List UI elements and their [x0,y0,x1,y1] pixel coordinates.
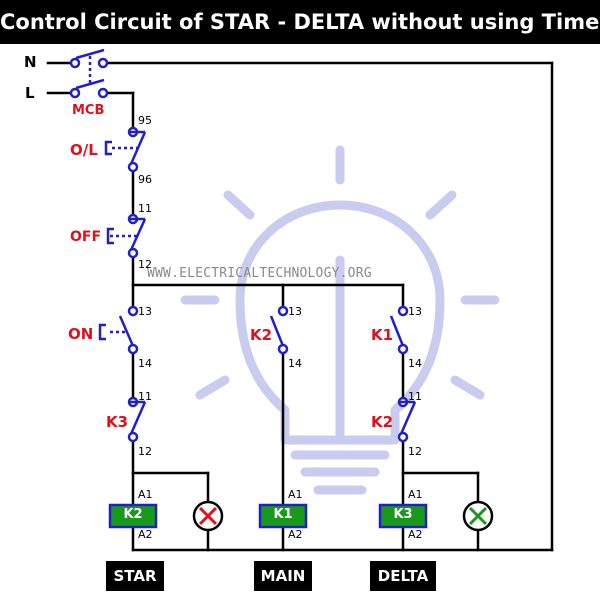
k2-contact-label: K2 [250,326,273,344]
main-tag: MAIN [254,561,312,591]
overload-label: O/L [70,141,98,159]
coil-star [108,503,158,529]
line-label: L [25,84,35,102]
on-label: ON [68,325,94,343]
coil-delta-label: K3 [393,507,413,522]
terminal-label: 13 [408,305,422,318]
star-tag: STAR [106,561,164,591]
red-lamp-icon [192,500,224,532]
green-lamp-icon [462,500,494,532]
watermark-bulb-icon [180,145,500,495]
off-label: OFF [70,229,102,245]
k1-contact-label: K1 [371,326,394,344]
terminal-label: 96 [138,173,152,186]
k3-contact-label: K3 [106,413,129,431]
coil-delta [378,503,428,529]
terminal-label: 14 [138,357,152,370]
terminal-label: 95 [138,114,152,127]
terminal-label: 13 [138,305,152,318]
terminal-label: 13 [288,305,302,318]
k3-nc-contact [127,396,147,443]
terminal-label: 12 [408,445,422,458]
terminal-label: A2 [408,528,423,541]
on-pushbutton [98,305,139,355]
terminal-label: 14 [288,357,302,370]
title-bar: Control Circuit of STAR - DELTA without … [0,0,600,44]
overload-contact [104,126,147,173]
mcb-breaker [69,48,109,99]
off-pushbutton [106,213,147,259]
terminal-label: 11 [408,390,422,403]
terminal-label: A1 [408,488,423,501]
k1-no-contact [389,305,409,355]
terminal-label: 12 [138,445,152,458]
terminal-label: 11 [138,202,152,215]
watermark-text: WWW.ELECTRICALTECHNOLOGY.ORG [147,266,372,281]
delta-tag: DELTA [370,561,436,591]
terminal-label: 11 [138,390,152,403]
coil-main [258,503,308,529]
k2-nc-contact [397,396,417,443]
terminal-label: 14 [408,357,422,370]
terminal-label: 12 [138,258,152,271]
terminal-label: A2 [138,528,153,541]
neutral-label: N [24,53,37,71]
coil-star-label: K2 [123,507,143,522]
terminal-label: A2 [288,528,303,541]
page-title: Control Circuit of STAR - DELTA without … [0,10,600,34]
wiring [46,61,554,552]
terminal-label: A1 [288,488,303,501]
mcb-label: MCB [72,103,105,118]
coil-main-label: K1 [273,507,293,522]
k2-nc-contact-label: K2 [371,413,394,431]
k2-no-contact [269,305,289,355]
terminal-label: A1 [138,488,153,501]
